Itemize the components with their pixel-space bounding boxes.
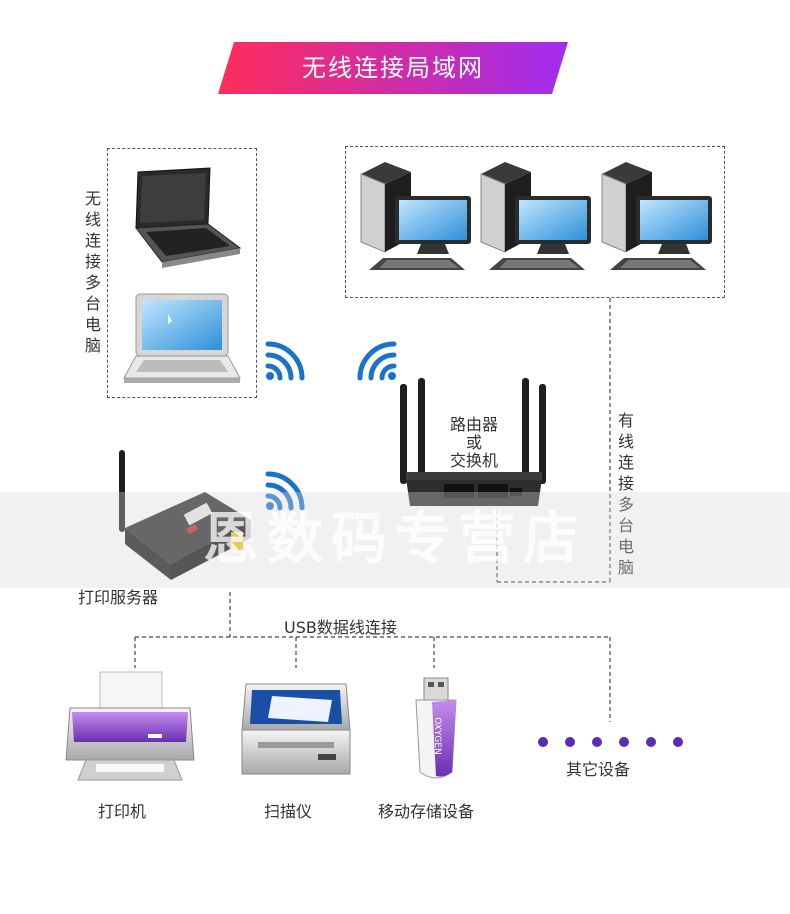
other-device-dot-2 bbox=[565, 737, 575, 747]
other-device-dot-6 bbox=[673, 737, 683, 747]
desktop-pc-icon-1 bbox=[360, 162, 471, 270]
watermark-band: 恩数码专营店 bbox=[0, 492, 790, 588]
other-device-dot-4 bbox=[619, 737, 629, 747]
wifi-icon-laptops bbox=[265, 341, 305, 381]
usb-drive-icon: OXYGEN bbox=[415, 677, 457, 779]
router-label: 路由器 或 交换机 bbox=[432, 416, 516, 470]
wired-pcs-label: 有线连接多台电脑 bbox=[617, 411, 634, 577]
laptop-dark-icon bbox=[135, 167, 242, 268]
other-devices-label: 其它设备 bbox=[566, 760, 631, 779]
laptop-silver-icon bbox=[123, 293, 241, 383]
printer-label: 打印机 bbox=[98, 802, 147, 821]
usb-drive-label: 移动存储设备 bbox=[378, 802, 475, 821]
other-device-dot-3 bbox=[592, 737, 602, 747]
wireless-pc-group-box bbox=[107, 148, 257, 398]
router-label-line2: 或 bbox=[465, 433, 482, 452]
router-label-line1: 路由器 bbox=[449, 415, 498, 434]
desktop-pc-icon-3 bbox=[601, 162, 712, 270]
print-server-label: 打印服务器 bbox=[78, 588, 159, 607]
router-icon bbox=[400, 378, 546, 506]
router-label-line3: 交换机 bbox=[449, 451, 498, 470]
printer-icon bbox=[65, 671, 195, 781]
print-server-icon bbox=[119, 450, 251, 580]
wireless-pcs-label: 无线连接多台电脑 bbox=[84, 189, 101, 355]
other-device-dot-5 bbox=[646, 737, 656, 747]
scanner-icon bbox=[241, 683, 351, 775]
wifi-icon-print-server bbox=[265, 471, 305, 511]
desktop-pc-icon-2 bbox=[480, 162, 591, 270]
page-title: 无线连接局域网 bbox=[302, 54, 484, 82]
wired-pc-group-box bbox=[345, 146, 725, 298]
usb-brand-text: OXYGEN bbox=[432, 717, 442, 755]
scanner-label: 扫描仪 bbox=[264, 802, 313, 821]
wifi-icon-router bbox=[357, 341, 397, 381]
usb-connection-label: USB数据线连接 bbox=[284, 618, 397, 637]
other-device-dot-1 bbox=[538, 737, 548, 747]
